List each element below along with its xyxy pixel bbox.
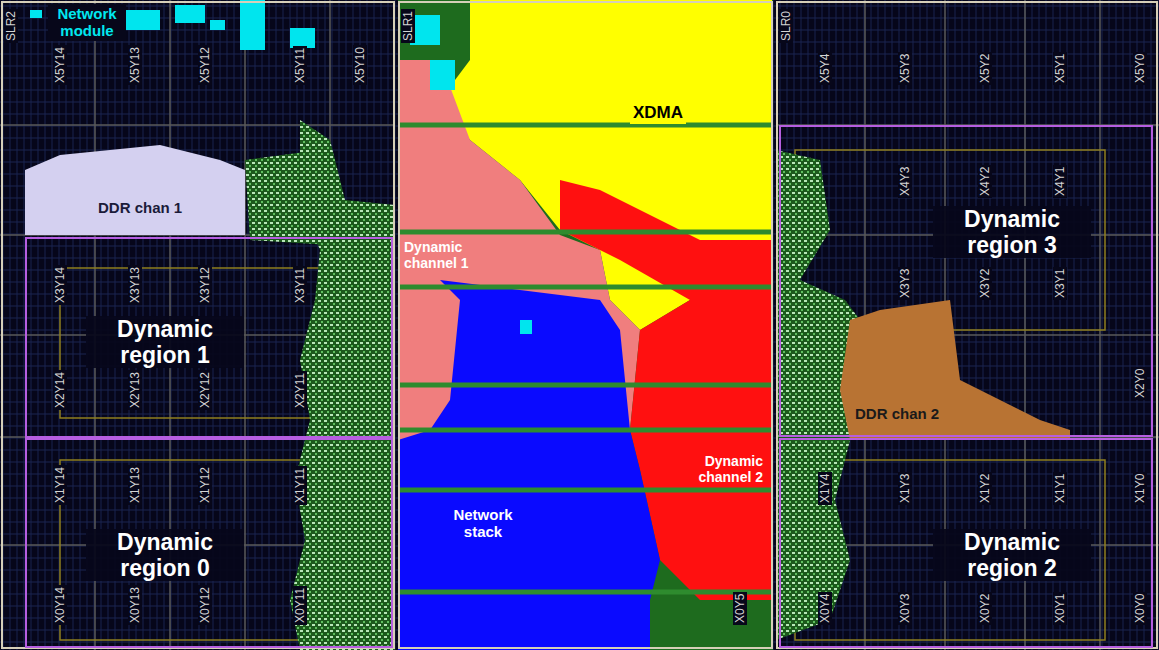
clock-region-label: X3Y2 bbox=[978, 267, 992, 300]
clock-region-label: X5Y13 bbox=[128, 45, 142, 85]
clock-region-label: X2Y14 bbox=[53, 370, 67, 410]
clock-region-label: X5Y2 bbox=[978, 52, 992, 85]
clock-region-label: X5Y11 bbox=[293, 46, 307, 85]
clock-region-label: X5Y3 bbox=[898, 52, 912, 85]
clock-region-label: X4Y2 bbox=[978, 165, 992, 198]
clock-region-label: X0Y11 bbox=[293, 586, 307, 625]
clock-region-label: X2Y11 bbox=[293, 371, 307, 410]
region-label: Dynamic region 1 bbox=[86, 316, 244, 368]
clock-region-label: X5Y4 bbox=[818, 52, 832, 85]
clock-region-label: X1Y4 bbox=[818, 472, 832, 505]
block-label: Network module bbox=[51, 5, 123, 40]
clock-region-label: X0Y13 bbox=[128, 585, 142, 625]
clock-region-label: X3Y14 bbox=[53, 265, 67, 305]
network-stack: Network stack bbox=[445, 505, 521, 542]
clock-region-label: X3Y13 bbox=[128, 265, 142, 305]
clock-region-label: X2Y13 bbox=[128, 370, 142, 410]
slr-label: SLR1 bbox=[401, 9, 415, 43]
slr-label: SLR0 bbox=[779, 9, 793, 43]
region-label: Dynamic region 2 bbox=[933, 529, 1091, 581]
block-label: DDR chan 1 bbox=[98, 199, 182, 216]
clock-region-label: X0Y0 bbox=[1133, 592, 1147, 625]
block-label: DDR chan 2 bbox=[855, 405, 939, 422]
clock-region-label: X3Y12 bbox=[198, 265, 212, 305]
clock-region-label: X0Y14 bbox=[53, 585, 67, 625]
block-label: Dynamic channel 1 bbox=[404, 239, 484, 271]
clock-region-label: X0Y12 bbox=[198, 585, 212, 625]
clock-region-label: X4Y3 bbox=[898, 165, 912, 198]
region-label: Dynamic region 3 bbox=[933, 206, 1091, 258]
xdma-block: XDMA bbox=[630, 102, 686, 124]
clock-region-label: X1Y3 bbox=[898, 472, 912, 505]
clock-region-label: X3Y1 bbox=[1053, 267, 1067, 300]
slr-panel: SLR1XDMA Dynamic channel 1 Dynamic channel… bbox=[398, 1, 773, 649]
dynamic-channel: Dynamic channel 1 bbox=[401, 238, 487, 272]
clock-region-label: X1Y2 bbox=[978, 472, 992, 505]
block-label: XDMA bbox=[633, 103, 683, 123]
clock-region-label: X5Y0 bbox=[1133, 52, 1147, 85]
clock-region-label: X0Y1 bbox=[1053, 592, 1067, 625]
clock-region-label: X1Y0 bbox=[1133, 472, 1147, 505]
clock-region-label: X5Y10 bbox=[353, 45, 367, 85]
slr-label: SLR2 bbox=[4, 9, 18, 43]
clock-region-label: X5Y12 bbox=[198, 45, 212, 85]
clock-region-label: X0Y3 bbox=[898, 592, 912, 625]
dynamic-channel: Dynamic channel 2 bbox=[680, 452, 766, 486]
clock-region-label: X5Y14 bbox=[53, 45, 67, 85]
slr-panel: SLR0Dynamic region 3 DDR chan 2 Dynamic re… bbox=[776, 1, 1158, 649]
clock-region-label: X0Y2 bbox=[978, 592, 992, 625]
clock-region-label: X1Y14 bbox=[53, 465, 67, 505]
clock-region-label: X5Y1 bbox=[1053, 52, 1067, 85]
clock-region-label: X1Y13 bbox=[128, 465, 142, 505]
dynamic-region: Dynamic region 2 bbox=[779, 438, 1153, 648]
block-label: Network stack bbox=[448, 506, 518, 541]
slr-panel: SLR2 Network moduleDDR chan 1 Dynamic regi… bbox=[1, 1, 395, 649]
clock-region-label: X0Y4 bbox=[818, 592, 832, 625]
ddr-channel: DDR chan 1 bbox=[95, 198, 185, 217]
block-label: Dynamic channel 2 bbox=[683, 453, 763, 485]
clock-region-label: X1Y1 bbox=[1053, 472, 1067, 505]
clock-region-label: X0Y5 bbox=[733, 592, 747, 625]
clock-region-label: X2Y12 bbox=[198, 370, 212, 410]
clock-region-label: X3Y3 bbox=[898, 267, 912, 300]
clock-region-label: X3Y11 bbox=[293, 266, 307, 305]
clock-region-label: X2Y0 bbox=[1133, 367, 1147, 400]
clock-region-label: X4Y1 bbox=[1053, 165, 1067, 198]
clock-region-label: X1Y12 bbox=[198, 465, 212, 505]
ddr-channel: DDR chan 2 bbox=[852, 404, 942, 423]
module-label: Network module bbox=[48, 4, 126, 41]
dynamic-region: Dynamic region 3 bbox=[779, 125, 1153, 437]
region-label: Dynamic region 0 bbox=[86, 529, 244, 581]
clock-region-label: X1Y11 bbox=[293, 466, 307, 505]
